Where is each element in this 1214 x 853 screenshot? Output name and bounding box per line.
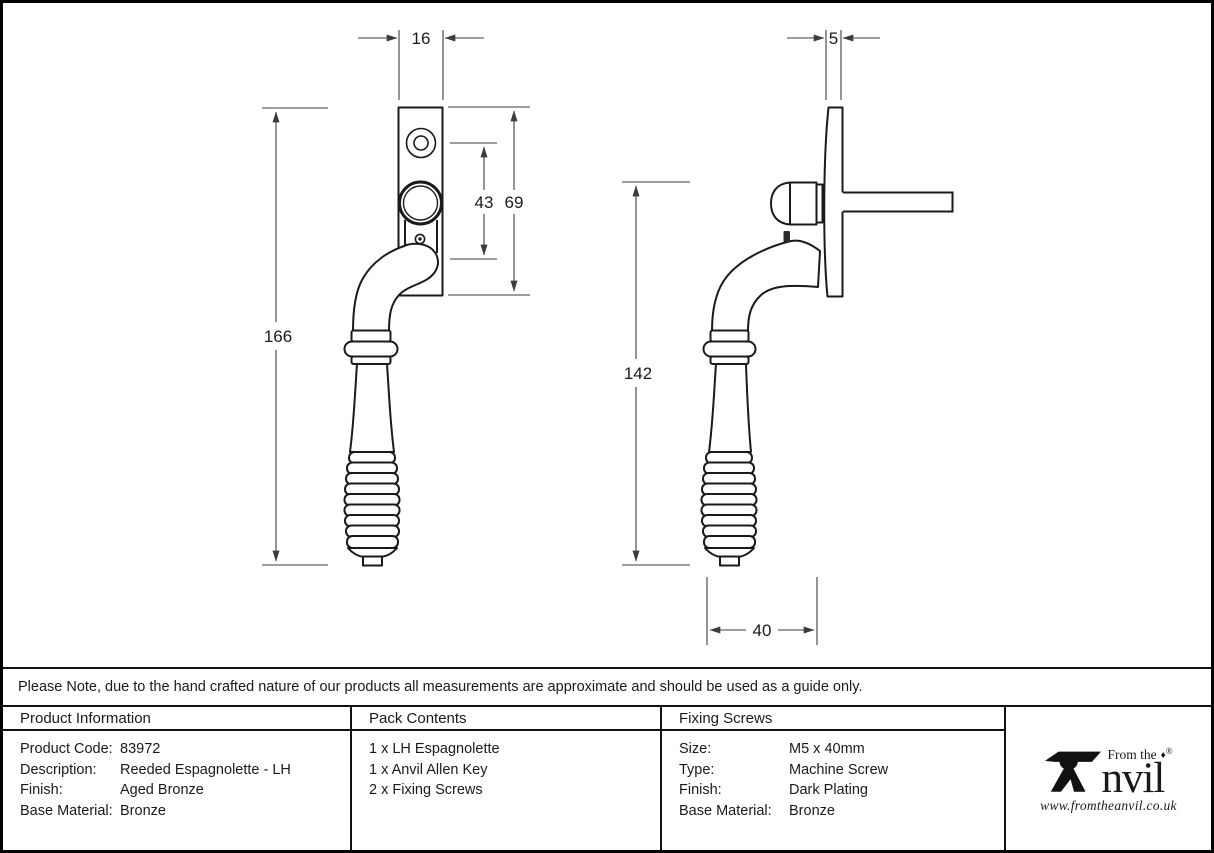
fixing-screws-header: Fixing Screws (662, 707, 1004, 731)
dimension-plate-thickness: 5 (787, 29, 880, 100)
handle-end-cap-side (719, 555, 740, 567)
reeded-grip-side (700, 451, 758, 549)
dimension-plate-height: 69 (448, 106, 530, 296)
dim-label-projection: 40 (753, 621, 772, 640)
row-label: Product Code: (20, 741, 113, 757)
handle-collar-front (343, 340, 399, 358)
row-label: Description: (20, 761, 97, 778)
diamond-icon: ♦ (1160, 750, 1166, 761)
handle-end-cap-front (362, 555, 383, 567)
dim-label-overall-height-side: 142 (624, 364, 652, 383)
brand-logo-cell: From the♦® nvil www.fromtheanvil.co.uk (1006, 707, 1211, 850)
row-label: Finish: (20, 782, 63, 799)
handle-neck-front (352, 242, 439, 332)
anvil-icon (1045, 751, 1102, 792)
dimension-overall-height-side: 142 (622, 181, 690, 566)
row-value: M5 x 40mm (789, 741, 865, 757)
table-row: Base Material: Bronze (20, 801, 346, 822)
table-row: Base Material: Bronze (679, 801, 1000, 822)
pack-item: 1 x Anvil Allen Key (369, 761, 488, 778)
handle-boss-side (770, 181, 818, 226)
pack-contents-header: Pack Contents (352, 707, 660, 731)
pack-item: 2 x Fixing Screws (369, 782, 483, 799)
dimension-overall-height-front: 166 (262, 107, 328, 566)
row-value: 83972 (120, 741, 161, 757)
handle-stem-front (349, 363, 395, 453)
product-information-header: Product Information (3, 707, 350, 731)
table-row: Product Code: 83972 (20, 739, 346, 760)
table-row: Finish: Aged Bronze (20, 780, 346, 801)
handle-collar-side (702, 340, 757, 358)
product-information-column: Product Information Product Code: 83972 … (3, 707, 352, 850)
handle-boss-front (398, 180, 443, 226)
info-table: Product Information Product Code: 83972 … (3, 707, 1211, 850)
from-the-anvil-logo: From the♦® nvil www.fromtheanvil.co.uk (1024, 745, 1194, 814)
row-label: Base Material: (20, 803, 113, 820)
row-value: Dark Plating (789, 782, 868, 799)
pack-item: 1 x LH Espagnolette (369, 741, 500, 757)
row-value: Aged Bronze (120, 782, 204, 799)
row-value: Machine Screw (789, 761, 889, 778)
row-label: Finish: (679, 782, 722, 799)
row-label: Base Material: (679, 803, 772, 820)
note-row: Please Note, due to the hand crafted nat… (3, 667, 1211, 707)
brand-wordmark: nvil (1101, 755, 1165, 802)
note-text: Please Note, due to the hand crafted nat… (18, 679, 863, 695)
brand-url: www.fromtheanvil.co.uk (1040, 798, 1177, 813)
dim-label-hole-spacing: 43 (475, 193, 494, 212)
fixing-screws-column: Fixing Screws Size: M5 x 40mm Type: Mach… (662, 707, 1006, 850)
dimension-hole-spacing: 43 (450, 142, 497, 260)
handle-stem-side (708, 363, 752, 453)
row-value: Bronze (789, 803, 835, 820)
side-view-drawing (700, 106, 954, 567)
dim-label-plate-width: 16 (412, 29, 431, 48)
front-view-drawing (343, 106, 444, 567)
logo-tagline: From the♦® (1107, 746, 1173, 762)
pack-contents-column: Pack Contents 1 x LH Espagnolette 1 x An… (352, 707, 662, 850)
spindle (843, 191, 954, 213)
registered-mark: ® (1165, 746, 1173, 756)
dim-label-plate-height: 69 (505, 193, 524, 212)
reeded-grip-front (343, 451, 401, 549)
handle-neck-side (711, 239, 821, 332)
dimension-projection: 40 (706, 577, 818, 645)
backplate-side (823, 106, 844, 298)
row-value: Reeded Espagnolette - LH (120, 761, 291, 778)
row-label: Size: (679, 741, 712, 757)
table-row: Description: Reeded Espagnolette - LH (20, 760, 346, 781)
dim-label-plate-thickness: 5 (829, 29, 838, 48)
technical-drawing: 16 166 43 69 5 (262, 29, 954, 645)
row-label: Type: (679, 761, 715, 778)
dimension-plate-width: 16 (358, 29, 484, 100)
table-row: Finish: Dark Plating (679, 780, 1000, 801)
table-row: Type: Machine Screw (679, 760, 1000, 781)
table-row: Size: M5 x 40mm (679, 739, 1000, 760)
dim-label-overall-height-front: 166 (264, 327, 292, 346)
row-value: Bronze (120, 803, 166, 820)
grub-screw-side (783, 231, 790, 242)
